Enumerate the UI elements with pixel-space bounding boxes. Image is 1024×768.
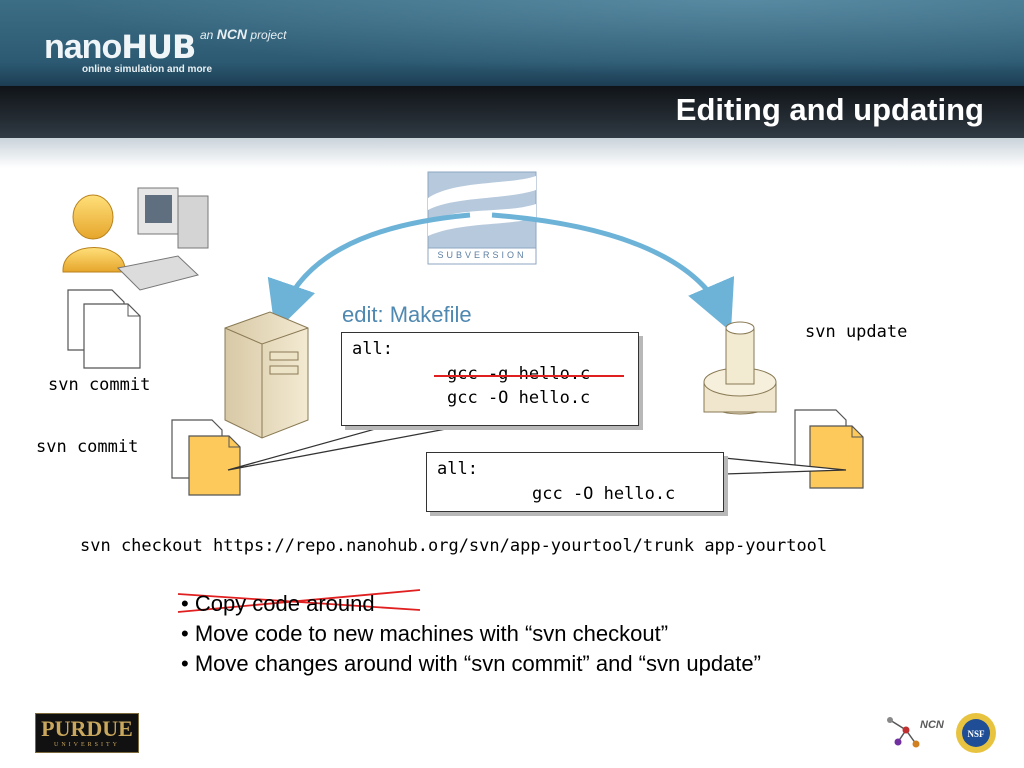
bullet-item: • Move code to new machines with “svn ch… xyxy=(181,621,669,646)
ncn-project-badge: an NCN project xyxy=(200,26,286,42)
subversion-label: SUBVERSION xyxy=(437,250,527,260)
header-fade xyxy=(0,138,1024,168)
edit-line-3: gcc -O hello.c xyxy=(447,388,591,408)
checkout-command: svn checkout https://repo.nanohub.org/sv… xyxy=(80,536,828,556)
nanohub-logo: nanoHUB online simulation and more xyxy=(44,30,212,75)
edit-code-box: all: gcc -g hello.c gcc -O hello.c xyxy=(341,332,639,426)
bullet-list: • Copy code around • Move code to new ma… xyxy=(181,589,761,679)
logo-hub: HUB xyxy=(121,28,196,66)
update-label: svn update xyxy=(805,322,908,342)
result-line-2: gcc -O hello.c xyxy=(532,484,676,504)
ncn-footer-text: NCN xyxy=(920,719,944,731)
edit-line-2-struck: gcc -g hello.c xyxy=(447,364,591,384)
footer-logos: NSF xyxy=(887,713,996,753)
logo-nano: nano xyxy=(44,28,122,66)
ncn-name: NCN xyxy=(216,26,248,42)
arrow-to-workspace xyxy=(491,212,735,332)
slide-header xyxy=(0,0,1024,138)
repository-server-icon xyxy=(224,311,309,439)
arrow-to-server xyxy=(267,212,471,333)
document-stack-icon xyxy=(67,289,141,369)
result-callout-pointer xyxy=(723,457,847,475)
bullet-item: • Copy code around xyxy=(181,591,375,616)
logo-tagline: online simulation and more xyxy=(82,64,213,75)
lower-commit-label: svn commit xyxy=(36,437,139,457)
edit-label: edit: Makefile xyxy=(342,302,472,327)
edit-line-1: all: xyxy=(352,339,393,359)
purdue-sub: UNIVERSITY xyxy=(54,742,120,748)
nsf-text: NSF xyxy=(967,729,985,739)
ncn-suffix: project xyxy=(250,28,287,42)
purdue-logo: PURDUE UNIVERSITY xyxy=(35,713,139,753)
bullet-strike-1 xyxy=(177,593,421,611)
edited-document-icon xyxy=(171,419,241,496)
workspace-post-icon xyxy=(703,321,777,415)
edit-callout-pointer xyxy=(227,425,463,471)
left-commit-label: svn commit xyxy=(48,375,151,395)
ncn-prefix: an xyxy=(200,28,214,42)
ncn-network-icon xyxy=(887,717,920,748)
result-line-1: all: xyxy=(437,459,478,479)
bullet-item: • Move changes around with “svn commit” … xyxy=(181,651,761,676)
updated-document-icon xyxy=(794,409,864,489)
code-strike-line xyxy=(434,375,624,377)
slide-title: Editing and updating xyxy=(675,92,984,127)
title-band xyxy=(0,86,1024,138)
header-glow xyxy=(0,0,1024,90)
result-code-box: all: gcc -O hello.c xyxy=(426,452,724,512)
nsf-seal-icon: NSF xyxy=(956,713,996,753)
purdue-name: PURDUE xyxy=(41,716,133,741)
user-at-computer-icon xyxy=(62,187,209,291)
bullet-strike-2 xyxy=(177,589,421,613)
